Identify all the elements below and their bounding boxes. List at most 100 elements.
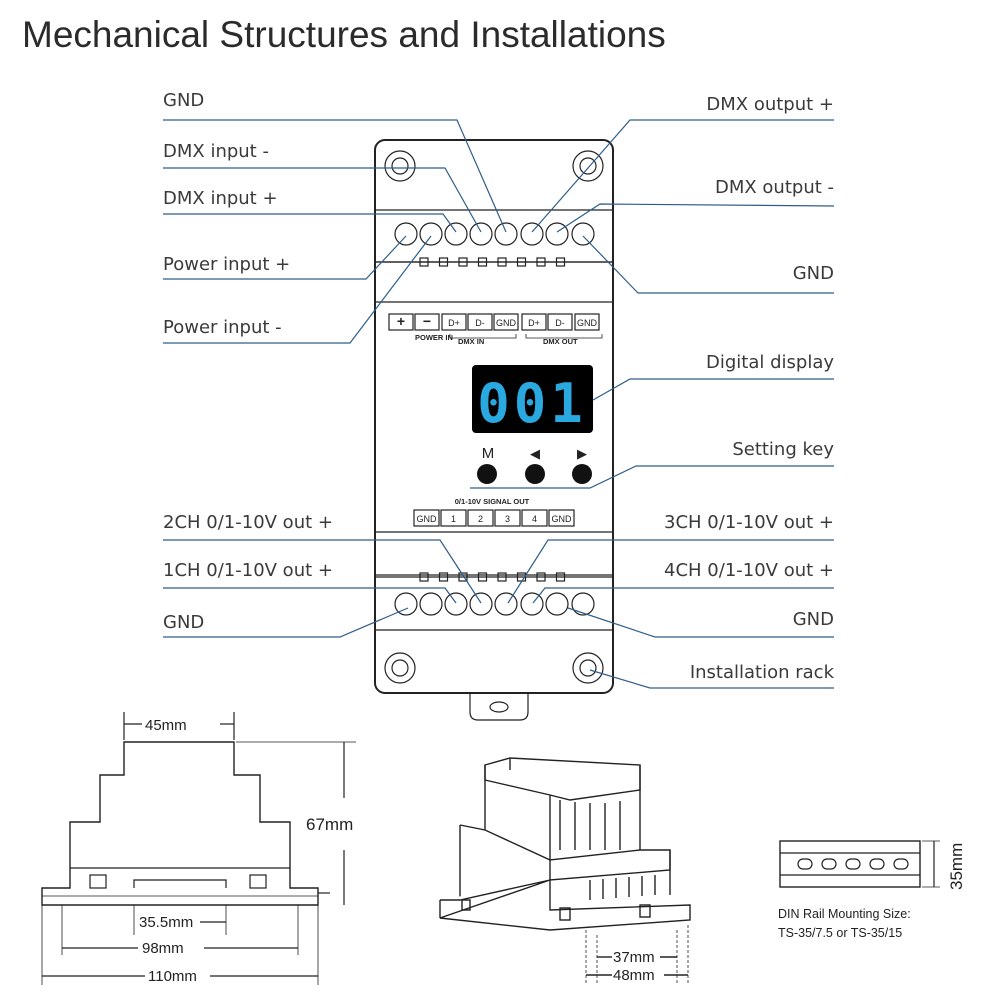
leader-power-input-plus xyxy=(163,235,407,280)
label-installation-rack: Installation rack xyxy=(690,662,835,683)
bottom-pin xyxy=(497,572,507,582)
bottom-pin xyxy=(536,572,546,582)
label-gnd-top-right: GND xyxy=(793,263,834,284)
bottom-pin xyxy=(438,572,449,582)
top-terminal-text: D+ xyxy=(448,318,460,328)
top-pin-strip xyxy=(375,257,613,267)
leader-dmx-output-minus xyxy=(556,203,835,233)
label-ch4-out: 4CH 0/1-10V out + xyxy=(664,560,834,581)
leader-installation-rack xyxy=(589,669,834,689)
bottom-terminal-text: 3 xyxy=(505,514,510,524)
label-dmx-input-plus: DMX input + xyxy=(163,188,278,209)
top-terminal-box: − xyxy=(414,313,440,331)
top-screw-terminal xyxy=(545,222,569,246)
top-pin xyxy=(516,257,527,267)
bottom-pin xyxy=(477,572,488,582)
bottom-terminal-box: GND xyxy=(548,509,575,527)
top-terminal-box: D+ xyxy=(521,313,547,331)
label-dmx-output-plus: DMX output + xyxy=(706,94,834,115)
top-terminal-text: GND xyxy=(496,318,517,328)
top-pin xyxy=(497,257,507,267)
left-key-button xyxy=(525,464,545,484)
side-profile-outline xyxy=(41,741,319,906)
digital-display-value: 001 xyxy=(477,372,587,435)
label-ch1-out: 1CH 0/1-10V out + xyxy=(163,560,333,581)
leader-gnd-top-right xyxy=(582,235,834,294)
top-terminal-text: + xyxy=(397,313,405,329)
bottom-screw-terminal xyxy=(419,592,443,616)
label-ch2-out: 2CH 0/1-10V out + xyxy=(163,512,333,533)
din-rail-note-line1: DIN Rail Mounting Size: xyxy=(778,907,911,921)
top-screw-terminal xyxy=(419,222,443,246)
bottom-terminal-text: 4 xyxy=(532,514,537,524)
top-screw-terminal xyxy=(571,222,595,246)
bottom-terminal-box: 1 xyxy=(440,509,467,527)
din-rail-drawing: 35mm DIN Rail Mounting Size: TS-35/7.5 o… xyxy=(778,840,966,940)
din-rail-note-line2: TS-35/7.5 or TS-35/15 xyxy=(778,926,902,940)
dmx-out-label: DMX OUT xyxy=(543,337,578,346)
digital-display-screen xyxy=(472,365,593,433)
leader-ch1-out xyxy=(163,587,457,604)
dim-inner-width: 98mm xyxy=(142,940,184,957)
rail-clip-slot xyxy=(489,701,509,713)
label-setting-key: Setting key xyxy=(732,439,834,460)
rail-clip xyxy=(469,693,529,721)
power-in-label: POWER IN xyxy=(415,333,453,342)
leader-gnd-top-left xyxy=(163,119,507,233)
side-profile-drawing: 45mm 67mm 35.5mm 98mm 110mm xyxy=(41,712,356,985)
bottom-terminal-text: 1 xyxy=(451,514,456,524)
top-pin xyxy=(419,257,429,267)
dim-top-width: 45mm xyxy=(145,717,187,734)
top-screw-terminal xyxy=(394,222,418,246)
bottom-screw-terminal xyxy=(494,592,518,616)
top-pin xyxy=(555,257,566,267)
leader-dmx-input-minus xyxy=(163,167,482,233)
bottom-pin xyxy=(419,572,429,582)
mounting-hole-top-right xyxy=(572,150,604,182)
label-power-input-minus: Power input - xyxy=(163,317,282,338)
mounting-hole-bottom-right xyxy=(572,652,604,684)
label-gnd-bottom-left: GND xyxy=(163,612,204,633)
mounting-hole-top-left xyxy=(384,150,416,182)
top-screw-terminal xyxy=(494,222,518,246)
top-screw-terminal xyxy=(444,222,468,246)
top-terminal-text: D- xyxy=(475,318,485,328)
bottom-terminal-text: GND xyxy=(552,514,573,524)
top-screw-terminal xyxy=(520,222,544,246)
dmx-in-label: DMX IN xyxy=(458,337,484,346)
top-terminal-box: D- xyxy=(467,313,493,331)
bottom-terminal-box: 4 xyxy=(521,509,548,527)
right-key-label: ▶ xyxy=(577,447,587,462)
leader-gnd-bottom-right xyxy=(567,607,834,638)
leader-dmx-output-plus xyxy=(531,119,834,233)
bottom-screw-terminals xyxy=(394,592,595,616)
label-dmx-input-minus: DMX input - xyxy=(163,141,269,162)
left-key-label: ◀ xyxy=(530,447,540,462)
top-terminal-text: D+ xyxy=(528,318,540,328)
top-terminal-box: D- xyxy=(547,313,573,331)
m-key-label: M xyxy=(482,445,495,462)
bottom-terminal-box: 3 xyxy=(494,509,521,527)
bottom-screw-terminal xyxy=(469,592,493,616)
label-gnd-bottom-right: GND xyxy=(793,609,834,630)
leader-setting-key xyxy=(470,465,834,489)
dim-rail-height: 35mm xyxy=(947,843,966,890)
top-terminal-box: D+ xyxy=(441,313,467,331)
top-screw-terminal xyxy=(469,222,493,246)
dim-depth-inner: 37mm xyxy=(613,949,655,966)
bottom-terminal-box: 2 xyxy=(467,509,494,527)
bottom-screw-terminal xyxy=(545,592,569,616)
page-title: Mechanical Structures and Installations xyxy=(22,14,666,55)
dim-height: 67mm xyxy=(306,815,353,834)
leader-ch2-out xyxy=(163,539,482,604)
top-pin xyxy=(438,257,449,267)
leader-power-input-minus xyxy=(163,235,432,344)
dim-depth-outer: 48mm xyxy=(613,967,655,984)
label-digital-display: Digital display xyxy=(706,352,834,373)
device-front-view: + − D+ D- GND D+ D- GND POWER IN DMX IN DMX OUT… xyxy=(374,139,614,721)
label-ch3-out: 3CH 0/1-10V out + xyxy=(664,512,834,533)
bottom-screw-terminal xyxy=(394,592,418,616)
top-terminal-text: − xyxy=(423,313,431,329)
bottom-screw-terminal xyxy=(444,592,468,616)
